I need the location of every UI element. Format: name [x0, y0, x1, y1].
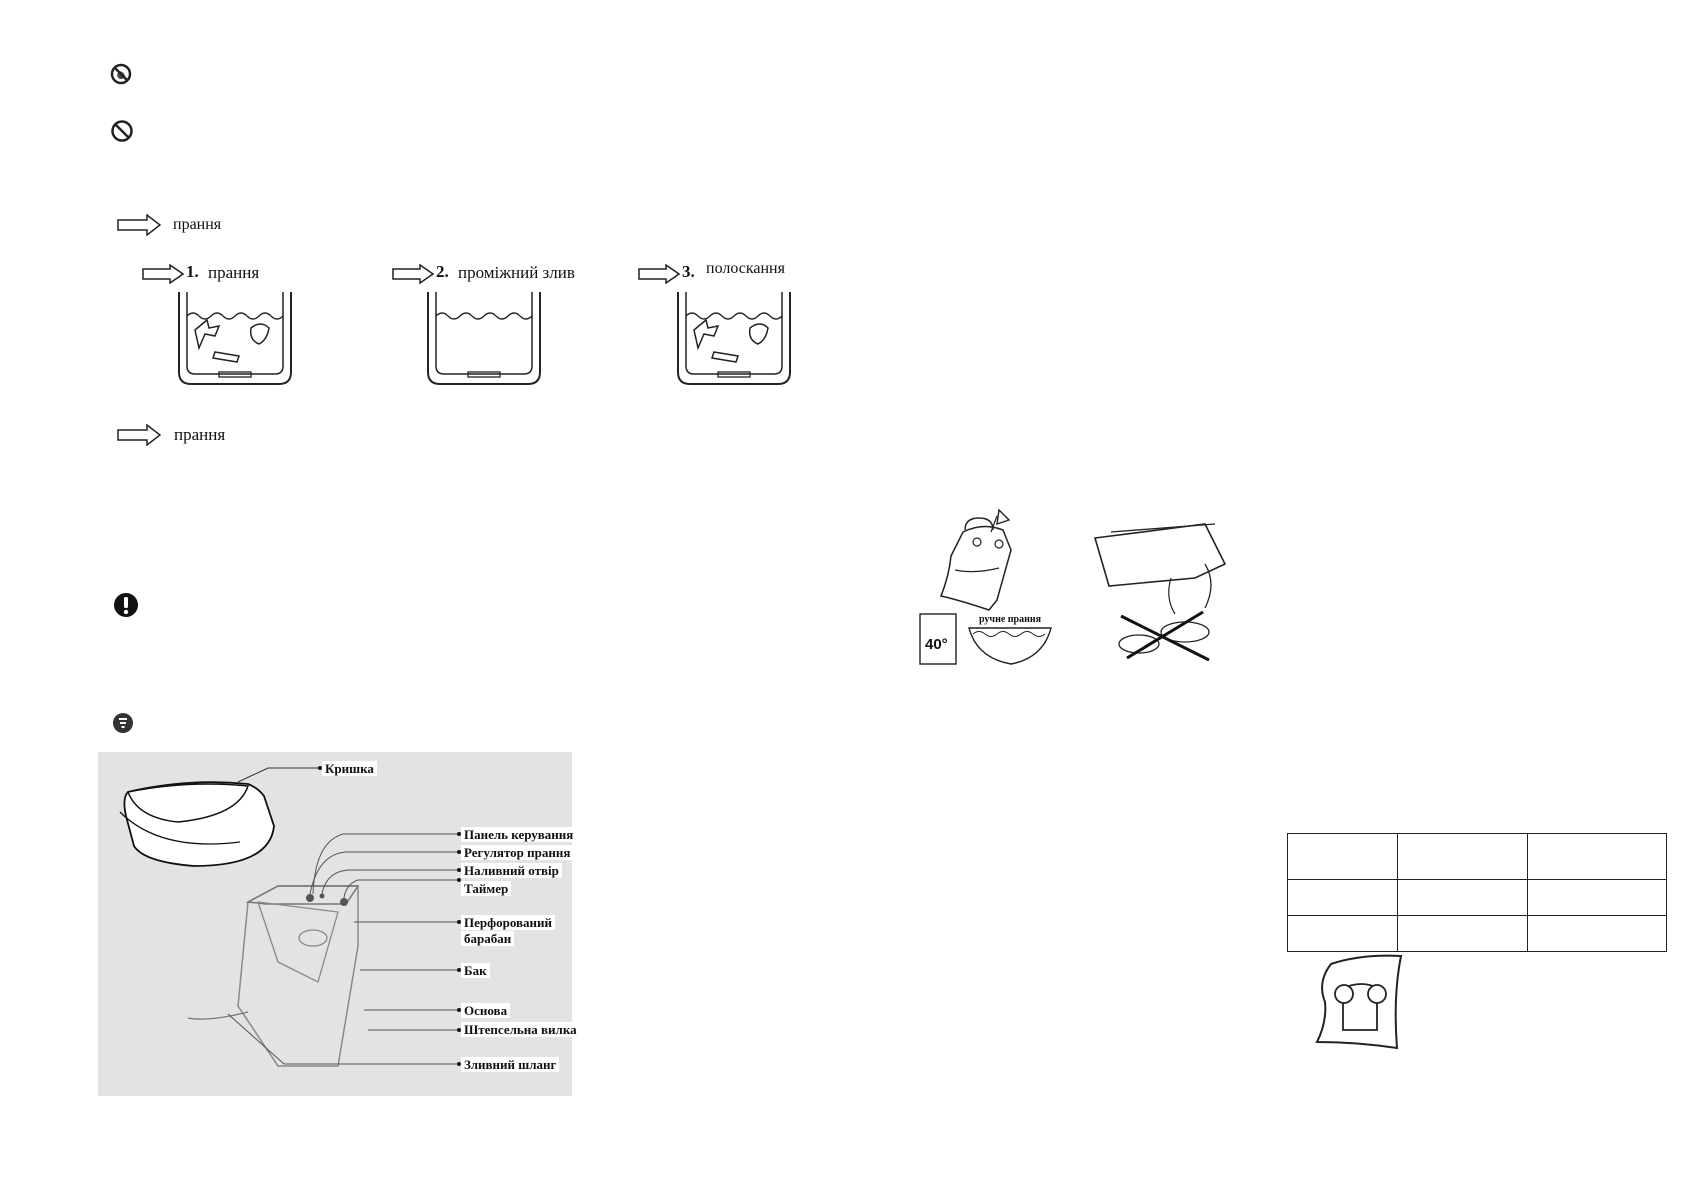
step-label: прання	[208, 263, 260, 282]
label-drum-line2: барабан	[461, 931, 515, 946]
table-cell	[1397, 833, 1528, 880]
label-drum-line1: Перфорований	[461, 915, 556, 930]
step-number: 3.	[682, 262, 695, 281]
wash-top-label: прання	[173, 216, 222, 233]
label-lid: Кришка	[322, 761, 377, 776]
table-cell	[1287, 833, 1398, 880]
table-cell	[1527, 915, 1667, 952]
exclamation-icon	[113, 592, 139, 618]
tub-wash-illustration	[175, 292, 295, 392]
label-fill-opening: Наливний отвір	[461, 863, 562, 878]
step-number: 2.	[436, 262, 449, 281]
empty-table	[1287, 833, 1667, 952]
table-cell	[1397, 915, 1528, 952]
arrow-right-icon	[392, 264, 434, 284]
temperature-label: 40°	[925, 636, 948, 653]
prohibited-icon	[110, 119, 134, 143]
step-label: проміжний злив	[458, 263, 575, 282]
prohibit-touch-icon	[110, 63, 132, 85]
arrow-right-icon	[638, 264, 680, 284]
label-timer: Таймер	[461, 881, 512, 896]
table-cell	[1287, 915, 1398, 952]
table-cell	[1287, 879, 1398, 916]
label-tank: Бак	[461, 963, 490, 978]
handwash-label: ручне прання	[979, 614, 1042, 625]
tub-rinse-illustration	[674, 292, 794, 392]
grounding-icon	[111, 711, 135, 735]
label-drain-hose: Зливний шланг	[461, 1057, 560, 1072]
care-illustration: 40° ручне прання	[915, 508, 1275, 678]
arrow-right-icon	[117, 424, 161, 446]
arrow-right-icon	[117, 214, 161, 236]
step-label: полоскання	[706, 260, 785, 277]
wash-bottom-label: прання	[174, 425, 226, 444]
table-cell	[1527, 879, 1667, 916]
label-base: Основа	[461, 1003, 511, 1018]
parts-diagram: Кришка Панель керування Регулятор прання…	[98, 752, 580, 1096]
label-wash-regulator: Регулятор прання	[461, 845, 574, 860]
label-control-panel: Панель керування	[461, 827, 577, 842]
table-row	[1287, 833, 1667, 880]
table-cell	[1527, 833, 1667, 880]
tub-drain-illustration	[424, 292, 544, 392]
arrow-right-icon	[142, 264, 184, 284]
table-cell	[1397, 879, 1528, 916]
label-plug: Штепсельна вилка	[461, 1022, 580, 1037]
table-row	[1287, 879, 1667, 916]
laundry-bag-illustration	[1313, 954, 1409, 1054]
table-row	[1287, 915, 1667, 952]
step-number: 1.	[186, 262, 199, 281]
